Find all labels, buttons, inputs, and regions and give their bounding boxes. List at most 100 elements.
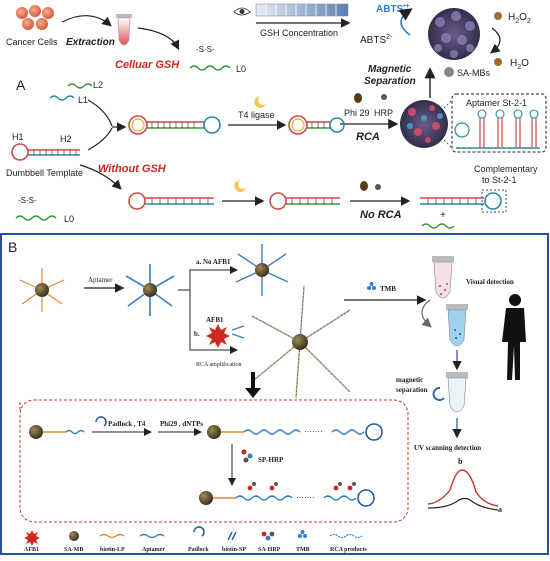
gsh-concentration-label: GSH Concentration <box>260 28 338 38</box>
branch-line-b <box>189 290 238 354</box>
sa-hrp-icon-detail <box>241 449 253 463</box>
hrp-cluster-icon <box>428 8 480 60</box>
legend-label-1: SA-MB <box>64 547 83 553</box>
l2-strand <box>67 83 93 89</box>
afb1-icon <box>24 530 40 546</box>
legend-label-7: TMB <box>296 547 310 553</box>
aptamer-st-label: Aptamer St-2-1 <box>466 98 527 108</box>
l2-label: L2 <box>93 80 103 90</box>
aptamer-st-structure <box>454 109 540 149</box>
tube-transfer-arrow <box>421 299 432 328</box>
rca-amplification-label: RCA amplification <box>196 361 242 368</box>
no-rca-label: No RCA <box>360 209 402 221</box>
complementary-label-2: to St-2-1 <box>482 175 517 185</box>
aptamer-zoom-line-1 <box>443 99 453 109</box>
panel-b-label: B <box>8 239 17 255</box>
sample-tube-icon <box>116 14 132 46</box>
t4-moon-icon <box>254 96 266 108</box>
sa-mbs-label: SA-MBs <box>457 68 491 78</box>
h2o2-molecule-icon <box>494 12 502 20</box>
dumbbell-unligated-icon <box>269 192 340 210</box>
detail-down-arrowhead <box>245 388 261 398</box>
plus-sign: + <box>440 210 446 221</box>
no-afb1-label: a. No AFB1 <box>196 258 231 266</box>
sp-hrp-label: SP-HRP <box>258 456 284 464</box>
cancer-cells-icon <box>16 5 54 30</box>
svg-text:·······: ······· <box>296 493 315 502</box>
uv-curve-a-label: a <box>498 505 502 514</box>
legend-label-6: SA-HRP <box>258 547 281 553</box>
detail-bead-2-icon: ······· <box>207 423 383 441</box>
complementary-label-1: Complementary <box>474 164 538 174</box>
sa-mbs-icon <box>444 67 454 77</box>
merge-arrow-bottom <box>87 127 113 151</box>
magnetic-separation-label-2: Separation <box>364 76 416 87</box>
detail-bead-3-icon: ······· <box>199 482 375 507</box>
h2o-label: H2O <box>510 58 529 71</box>
magnetic-separation-b-label-2: separation <box>396 386 428 394</box>
unligated-product-icon <box>420 192 502 210</box>
extraction-arrow <box>61 15 112 27</box>
padlock-icon <box>193 526 205 537</box>
uv-detection-label: UV scanning detection <box>414 444 481 452</box>
h2o2-arrow <box>490 27 501 54</box>
abts-plus-label: ABTS•+ <box>376 3 410 15</box>
panel-a-label: A <box>16 77 26 93</box>
tmb-icon <box>367 282 376 290</box>
legend-label-2: biotin-LP <box>100 547 125 553</box>
disulfide-label-top: -S-S- <box>196 45 215 54</box>
padlock-icon-detail <box>95 416 107 427</box>
bead-with-probes-icon <box>19 268 65 312</box>
svg-text:·······: ······· <box>304 427 323 436</box>
phi29-icon-bottom <box>360 181 368 191</box>
rca-label: RCA <box>356 131 380 143</box>
legend-label-0: AFB1 <box>24 547 39 553</box>
merge-arrow-top <box>87 99 113 127</box>
l1-label: L1 <box>78 95 88 105</box>
t4-moon-icon-bottom <box>234 180 246 192</box>
without-gsh-label: Without GSH <box>98 163 167 175</box>
legend-label-4: Padlock <box>188 547 209 553</box>
abts-conversion-arrow <box>398 8 413 36</box>
t4-ligase-label: T4 ligase <box>238 110 275 120</box>
aptamer-released-icon <box>231 325 245 339</box>
hrp-label: HRP <box>374 108 393 118</box>
dumbbell-template-label: Dumbbell Template <box>6 168 83 178</box>
person-silhouette-icon <box>502 294 526 380</box>
l1-strand <box>49 95 75 101</box>
uv-curve-b <box>427 469 499 507</box>
bead-no-afb1-icon <box>235 244 289 296</box>
cancer-cells-label: Cancer Cells <box>6 37 58 47</box>
tmb-legend-icon <box>298 530 307 538</box>
aptamer-icon <box>139 533 165 539</box>
cellular-gsh-arrow <box>137 27 180 51</box>
biotin-lp-icon <box>99 533 125 539</box>
uv-curve-b-label: b <box>458 457 463 466</box>
magnetic-separation-label-1: Magnetic <box>368 64 412 75</box>
dumbbell-template-icon <box>11 143 80 161</box>
hrp-icon <box>381 94 387 100</box>
dumbbell-ligated-icon <box>288 115 345 135</box>
bead-icon <box>69 531 79 541</box>
h2-label: H2 <box>60 134 72 144</box>
without-gsh-arrow <box>79 164 122 190</box>
aptamer-step-label: Aptamer <box>88 276 113 284</box>
panel-a: Cancer Cells Extraction Celluar GSH -S-S… <box>6 3 547 229</box>
complementary-box <box>481 189 507 213</box>
l0-label-bottom: L0 <box>64 214 74 224</box>
panel-b: B Aptamer a. No AFB1 <box>0 233 549 555</box>
eye-icon <box>233 7 251 16</box>
legend-label-5: biotin-SP <box>222 547 246 553</box>
rca-product-cluster-icon <box>400 100 448 148</box>
detail-bead-1-icon <box>29 425 85 439</box>
phi29-dntps-label: Phi29 , dNTPs <box>160 420 203 428</box>
branch-line <box>178 266 238 291</box>
padlock-t4-label: Padlock , T4 <box>108 420 146 428</box>
disulfide-label-bottom: -S-S- <box>18 196 37 205</box>
l0-label-top: L0 <box>236 64 246 74</box>
gsh-concentration-strip <box>255 3 349 17</box>
bead-with-rca-products-icon <box>251 285 351 399</box>
bead-with-aptamer-icon <box>125 264 175 316</box>
dumbbell-unreduced-icon <box>128 192 214 210</box>
